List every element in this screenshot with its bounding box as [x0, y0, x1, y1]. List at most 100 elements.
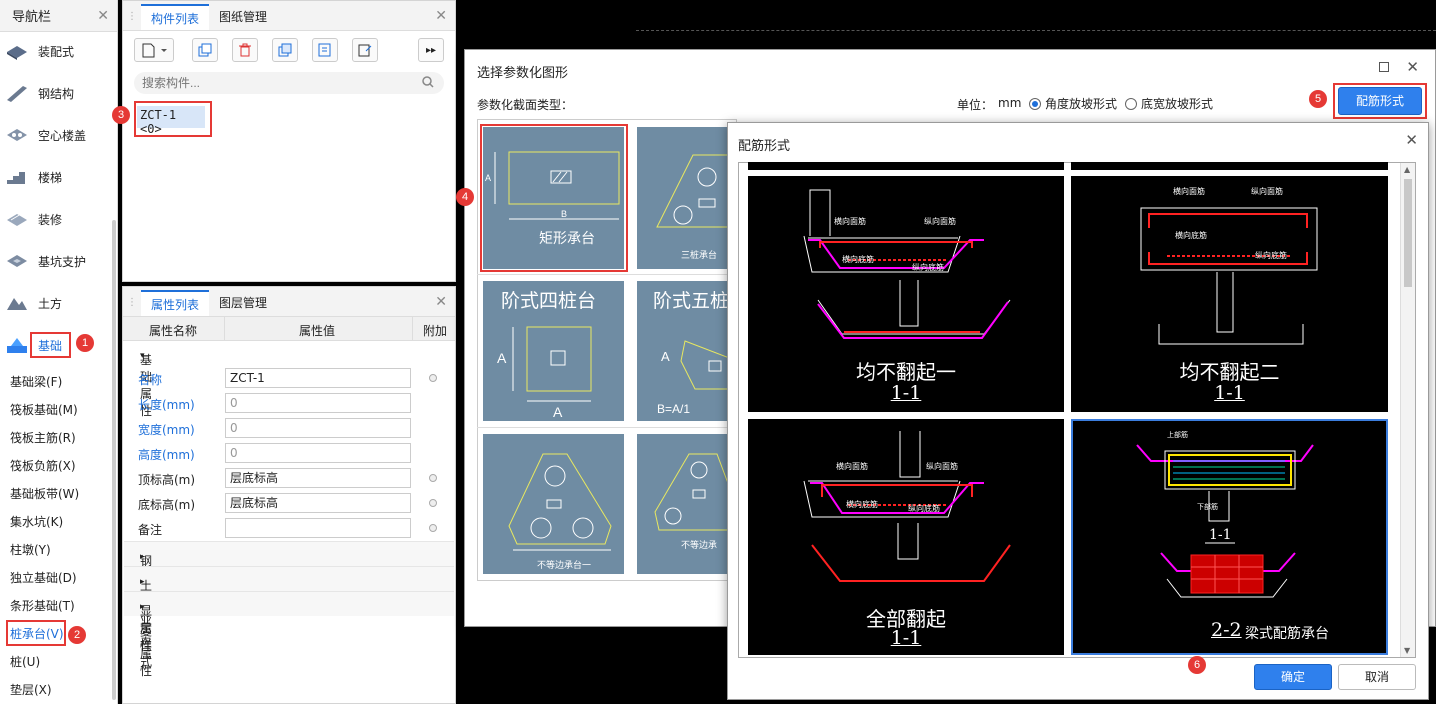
foundation-icon: [4, 335, 30, 355]
nav-subitem[interactable]: 桩(U): [10, 655, 41, 669]
nav-subitem[interactable]: 集水坑(K): [10, 515, 64, 529]
rebar-drawing: 横向面筋 纵向面筋 横向底筋 纵向底筋: [803, 189, 1011, 339]
button-label: 配筋形式: [1355, 94, 1404, 108]
tab-component-list[interactable]: 构件列表: [141, 4, 210, 30]
nav-subitem[interactable]: 筏板负筋(X): [10, 459, 76, 473]
header-value: 属性值: [299, 324, 336, 338]
copy-button[interactable]: [192, 38, 218, 62]
drag-handle-icon[interactable]: ⋮⋮: [127, 297, 147, 308]
pit-support-icon: [4, 251, 30, 271]
hollow-slab-icon: [4, 125, 30, 145]
step-badge-4: 4: [456, 188, 474, 206]
rebar-option-none-up-one[interactable]: 横向面筋 纵向面筋 横向底筋 纵向底筋 均不翻起一 1-1: [748, 176, 1064, 412]
property-tabbar: ⋮⋮ 属性列表 图层管理 ✕: [123, 287, 455, 317]
search-box[interactable]: [134, 72, 444, 94]
scroll-up-icon[interactable]: ▲: [1404, 165, 1411, 174]
close-icon[interactable]: ✕: [97, 7, 109, 24]
close-icon[interactable]: ✕: [1406, 58, 1419, 76]
section-label: 基础属性: [140, 353, 153, 418]
property-value-input[interactable]: [225, 518, 411, 538]
nav-subitem[interactable]: 筏板基础(M): [10, 403, 78, 417]
search-input[interactable]: [142, 74, 412, 92]
thumb-label: 不等边承台一: [537, 559, 591, 571]
nav-scrollbar[interactable]: [112, 220, 116, 700]
nav-subitem[interactable]: 垫层(X): [10, 683, 52, 697]
thumb-label: 不等边承: [681, 539, 717, 551]
rebar-scrollbar[interactable]: ▲ ▼: [1400, 163, 1415, 657]
property-value-input[interactable]: 0: [225, 443, 411, 463]
property-value-input[interactable]: 层底标高: [225, 468, 411, 488]
scroll-thumb[interactable]: [1404, 179, 1412, 287]
rebar-option-beam-cap[interactable]: 上部筋 下部筋 1-1 2-2 梁式配筋承台: [1071, 419, 1388, 655]
section-rebar-attributes[interactable]: ▸ 钢筋业务属性: [124, 541, 454, 653]
new-component-button[interactable]: [134, 38, 174, 62]
more-icon[interactable]: ▸▸: [418, 38, 444, 62]
drag-handle-icon[interactable]: ⋮⋮: [127, 11, 147, 22]
rebar-option-all-up[interactable]: 横向面筋 纵向面筋 横向底筋 纵向底筋 全部翻起 1-1: [748, 419, 1064, 655]
section-civil-attributes[interactable]: ▸ 土建业务属性: [124, 566, 454, 678]
property-value-input[interactable]: 层底标高: [225, 493, 411, 513]
thumb-three-pile-cap[interactable]: 三桩承台: [637, 127, 733, 269]
thumb-unequal-cap-one[interactable]: 不等边承台一: [483, 434, 624, 574]
thumb-stepped-five-pile[interactable]: 阶式五桩 A B=A/1: [637, 281, 733, 421]
nav-category-pit-support[interactable]: 基坑支护: [0, 240, 112, 282]
nav-subitem[interactable]: 独立基础(D): [10, 571, 77, 585]
nav-category-prefab[interactable]: 装配式: [0, 30, 112, 72]
nav-subitem[interactable]: 基础板带(W): [10, 487, 80, 501]
radio-bottom-width-slope[interactable]: 底宽放坡形式: [1125, 95, 1213, 112]
close-icon[interactable]: ✕: [435, 294, 447, 310]
scroll-down-icon[interactable]: ▼: [1404, 646, 1411, 655]
option-label: 均不翻起一: [856, 360, 956, 384]
layer-copy-button[interactable]: [272, 38, 298, 62]
extra-checkbox[interactable]: [429, 524, 437, 532]
expand-icon: ▸: [140, 602, 145, 612]
thumb-label: 阶式五桩: [653, 290, 729, 312]
thumb-label: 三桩承台: [681, 249, 717, 261]
nav-subitem[interactable]: 柱墩(Y): [10, 543, 51, 557]
nav-subitem[interactable]: 基础梁(F): [10, 375, 63, 389]
nav-category-earthwork[interactable]: 土方: [0, 282, 112, 324]
property-value-input[interactable]: ZCT-1: [225, 368, 411, 388]
tab-property-list[interactable]: 属性列表: [141, 290, 210, 316]
nav-subitem[interactable]: 条形基础(T): [10, 599, 75, 613]
extra-checkbox[interactable]: [429, 499, 437, 507]
nav-category-decoration[interactable]: 装修: [0, 198, 112, 240]
cancel-button[interactable]: 取消: [1338, 664, 1416, 690]
property-value-input[interactable]: 0: [225, 393, 411, 413]
maximize-icon[interactable]: [1379, 62, 1389, 72]
nav-subitem[interactable]: 筏板主筋(R): [10, 431, 76, 445]
sort-button[interactable]: [312, 38, 338, 62]
dim-a: A: [485, 173, 491, 183]
nav-category-foundation[interactable]: 基础: [0, 324, 112, 366]
rebar-form-button[interactable]: 配筋形式: [1338, 87, 1422, 115]
nav-subitem-pile-cap[interactable]: 桩承台(V): [10, 627, 64, 641]
property-row-length: 长度(mm) 0: [124, 391, 454, 416]
property-value-input[interactable]: 0: [225, 418, 411, 438]
option-label: 全部翻起: [866, 607, 946, 631]
nav-category-steel[interactable]: 钢结构: [0, 72, 112, 114]
delete-icon[interactable]: [232, 38, 258, 62]
nav-category-hollow-slab[interactable]: 空心楼盖: [0, 114, 112, 156]
close-icon[interactable]: ✕: [1405, 131, 1418, 149]
extra-checkbox[interactable]: [429, 474, 437, 482]
unequal-cap-drawing: 不等边承: [654, 453, 733, 551]
radio-angle-slope[interactable]: 角度放坡形式: [1029, 95, 1117, 112]
component-item[interactable]: ZCT-1 <0>: [137, 106, 205, 136]
close-icon[interactable]: ✕: [435, 8, 447, 24]
thumb-unequal-cap-two[interactable]: 不等边承: [637, 434, 733, 574]
property-row-top-elevation: 顶标高(m) 层底标高: [124, 466, 454, 491]
extra-checkbox[interactable]: [429, 374, 437, 382]
tab-drawing-manage[interactable]: 图纸管理: [219, 10, 268, 24]
bar-label: 纵向底筋: [908, 503, 940, 513]
nav-category-stairs[interactable]: 楼梯: [0, 156, 112, 198]
filter-button[interactable]: [352, 38, 378, 62]
section-basic-attributes[interactable]: ▾ 基础属性: [124, 341, 454, 418]
radio-label: 角度放坡形式: [1045, 97, 1118, 111]
section-display-style[interactable]: ▸ 显示样式: [124, 591, 454, 669]
thumb-rect-cap[interactable]: A B 矩形承台: [483, 127, 624, 269]
search-icon: [422, 76, 434, 91]
tab-layer-manage[interactable]: 图层管理: [219, 296, 268, 310]
ok-button[interactable]: 确定: [1254, 664, 1332, 690]
thumb-stepped-four-pile[interactable]: 阶式四桩台 A A: [483, 281, 624, 421]
rebar-option-none-up-two[interactable]: 横向面筋 纵向面筋 横向底筋 纵向底筋 均不翻起二 1-1: [1071, 176, 1388, 412]
